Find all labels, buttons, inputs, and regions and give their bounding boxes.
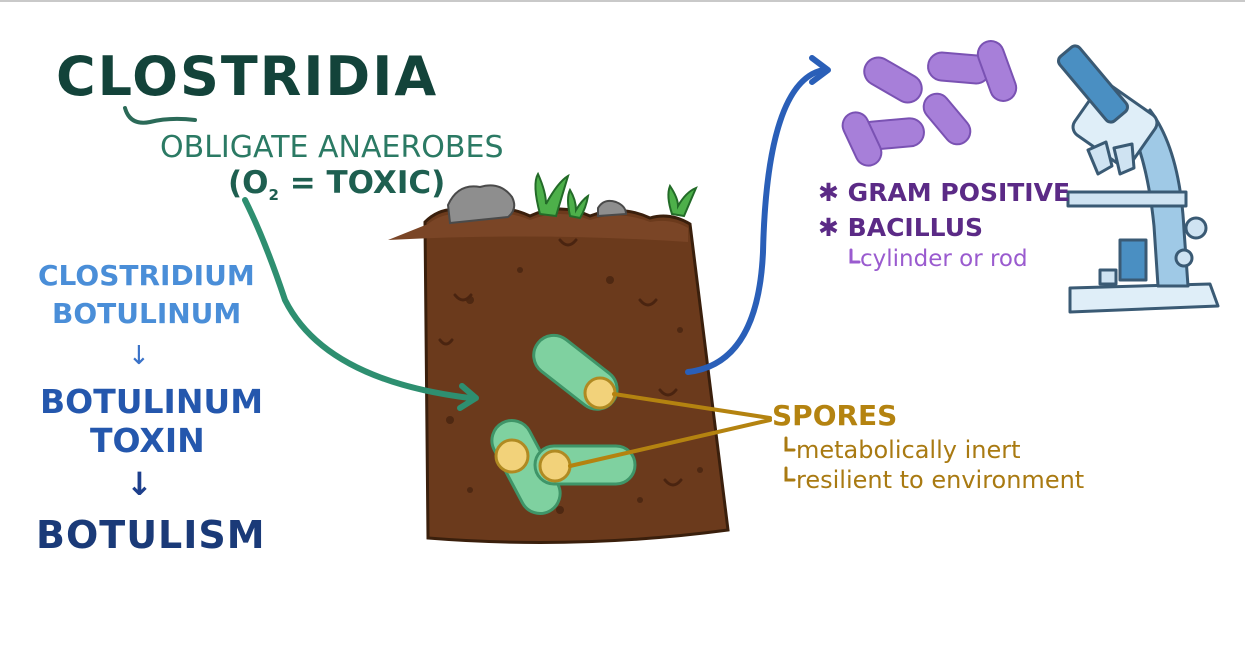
rod-bacteria-icon: [838, 37, 1019, 169]
page-title: CLOSTRIDIA: [56, 50, 438, 104]
magnify-arrow-icon: [688, 70, 823, 372]
toxin-line1: BOTULINUM: [40, 385, 263, 418]
spore-detail-inert: metabolically inert: [796, 438, 1021, 462]
down-arrow-bold-icon: ↓: [126, 468, 153, 500]
toxin-line2: TOXIN: [90, 424, 205, 457]
spore-icon: [585, 378, 615, 408]
spore-detail-resilient: resilient to environment: [796, 468, 1084, 492]
shape-detail: cylinder or rod: [860, 248, 1028, 271]
title-underline-icon: [125, 108, 195, 123]
oxygen-subscript: 2: [269, 186, 279, 204]
asterisk-icon: ✱: [818, 213, 839, 242]
toxic-text: = TOXIC): [279, 165, 445, 201]
oxygen-toxic-label: (O2 = TOXIC): [228, 168, 445, 203]
microscope-icon: [1056, 43, 1218, 312]
down-arrow-icon: ↓: [128, 343, 150, 369]
gram-text: GRAM POSITIVE: [848, 178, 1070, 207]
organism-line2: BOTULINUM: [52, 300, 241, 328]
oxygen-paren: (O: [228, 165, 269, 201]
spores-label: SPORES: [772, 402, 897, 430]
bacillus-text: BACILLUS: [848, 213, 983, 242]
bacillus-label: ✱ BACILLUS: [818, 215, 983, 240]
asterisk-icon: ✱: [818, 178, 839, 207]
disease-label: BOTULISM: [36, 516, 266, 554]
anaerobe-label: OBLIGATE ANAEROBES: [160, 133, 504, 163]
gram-positive-label: ✱ GRAM POSITIVE: [818, 180, 1070, 205]
organism-line1: CLOSTRIDIUM: [38, 262, 255, 290]
